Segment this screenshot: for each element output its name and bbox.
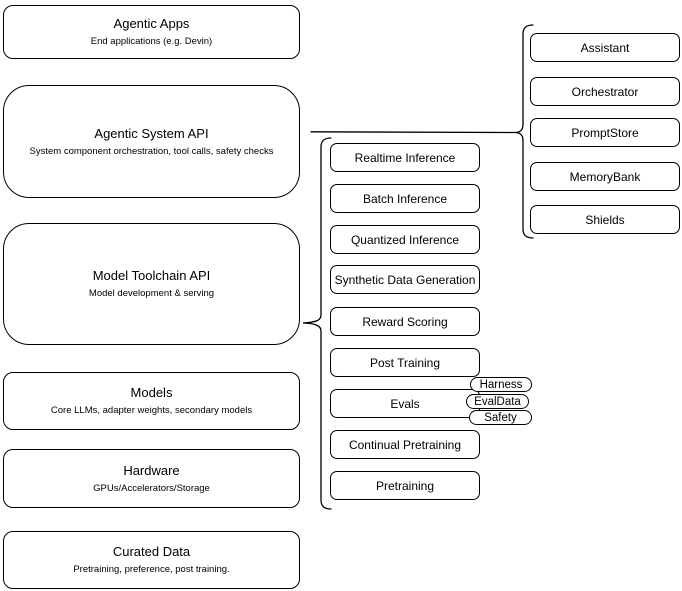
node-title: Agentic Apps [113, 16, 190, 31]
node-continual-pretraining: Continual Pretraining [330, 430, 480, 459]
node-quantized-inference: Quantized Inference [330, 225, 480, 254]
node-title: Model Toolchain API [92, 268, 211, 283]
node-title: Agentic System API [94, 125, 209, 141]
node-agentic-system-api: Agentic System API System component orch… [3, 85, 300, 198]
node-batch-inference: Batch Inference [330, 184, 480, 213]
tag-safety: Safety [469, 410, 532, 425]
node-model-toolchain-api: Model Toolchain API Model development & … [3, 223, 300, 345]
node-subtitle: Core LLMs, adapter weights, secondary mo… [50, 405, 253, 416]
node-subtitle: System component orchestration, tool cal… [29, 145, 274, 157]
node-reward-scoring: Reward Scoring [330, 307, 480, 336]
node-promptstore: PromptStore [530, 118, 680, 147]
node-hardware: Hardware GPUs/Accelerators/Storage [3, 449, 300, 508]
node-subtitle: Model development & serving [88, 288, 215, 299]
node-post-training: Post Training [330, 348, 480, 377]
node-subtitle: Pretraining, preference, post training. [73, 564, 230, 575]
node-orchestrator: Orchestrator [530, 77, 680, 106]
right-column-brace [516, 24, 534, 239]
middle-column-brace [302, 137, 332, 510]
node-assistant: Assistant [530, 33, 680, 62]
node-subtitle: End applications (e.g. Devin) [90, 36, 213, 47]
node-pretraining: Pretraining [330, 471, 480, 500]
node-realtime-inference: Realtime Inference [330, 143, 480, 172]
node-curated-data: Curated Data Pretraining, preference, po… [3, 531, 300, 589]
node-shields: Shields [530, 205, 680, 234]
node-subtitle: GPUs/Accelerators/Storage [93, 482, 210, 494]
connector-line [310, 131, 518, 134]
node-agentic-apps: Agentic Apps End applications (e.g. Devi… [3, 5, 300, 59]
node-models: Models Core LLMs, adapter weights, secon… [3, 372, 300, 430]
node-memorybank: MemoryBank [530, 162, 680, 191]
node-evals: Evals [330, 389, 480, 418]
tag-harness: Harness [470, 377, 532, 392]
node-synthetic-data-generation: Synthetic Data Generation [330, 265, 480, 294]
node-title: Curated Data [112, 544, 191, 559]
tag-evaldata: EvalData [466, 394, 529, 409]
node-title: Hardware [123, 462, 180, 478]
node-title: Models [130, 385, 173, 400]
